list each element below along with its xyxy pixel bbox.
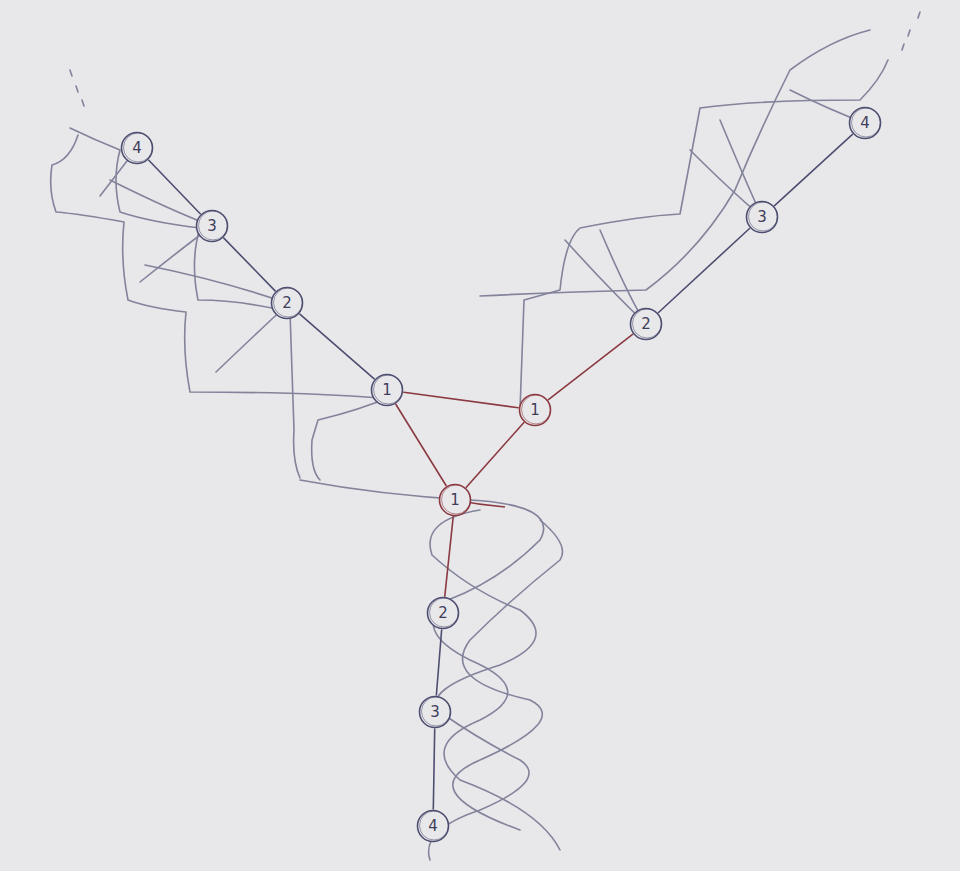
- strand-link: [300, 314, 374, 379]
- circle-shape: [430, 598, 459, 627]
- circle-shape: [440, 485, 471, 516]
- strand: [480, 30, 870, 296]
- circle-shape: [747, 202, 778, 233]
- circle-shape: [852, 108, 881, 137]
- circled-number: 4: [416, 809, 450, 843]
- node-number: 2: [641, 317, 651, 332]
- strand-link: [436, 630, 441, 695]
- node-number: 2: [438, 606, 448, 621]
- node-number: 1: [530, 403, 540, 418]
- circle-shape: [422, 697, 451, 726]
- node-number: 4: [132, 141, 142, 156]
- strand-link: [433, 729, 434, 809]
- circle-shape: [749, 202, 778, 231]
- strand: [312, 395, 395, 480]
- circle-shape: [850, 108, 881, 139]
- strand-link: [466, 423, 523, 488]
- circle-shape: [124, 133, 153, 162]
- strand-link: [445, 517, 453, 596]
- circle-shape: [197, 211, 228, 242]
- node-number: 1: [450, 493, 460, 508]
- node-number: 4: [860, 116, 870, 131]
- circle-shape: [420, 697, 451, 728]
- node-number: 3: [430, 705, 440, 720]
- strand: [70, 128, 300, 478]
- strand-link: [404, 392, 518, 407]
- circle-shape: [428, 598, 459, 629]
- circle-shape: [418, 811, 449, 842]
- circle-shape: [631, 309, 662, 340]
- circle-shape: [442, 485, 471, 514]
- node-number: 2: [282, 296, 292, 311]
- circle-shape: [274, 288, 303, 317]
- circled-number: 4: [848, 106, 882, 140]
- strand: [300, 480, 560, 850]
- strand-link: [224, 238, 275, 291]
- strand-link: [396, 404, 446, 485]
- strand-link: [775, 134, 853, 205]
- strand: [429, 510, 536, 860]
- circled-number: 2: [426, 596, 460, 630]
- node-number: 3: [207, 219, 217, 234]
- circle-shape: [374, 375, 403, 404]
- circled-number: 2: [629, 307, 663, 341]
- circled-number: 1: [438, 483, 472, 517]
- strand-link: [149, 160, 200, 213]
- strand: [565, 90, 865, 324]
- circled-number: 3: [745, 200, 779, 234]
- node-number: 4: [428, 819, 438, 834]
- strand: [110, 180, 287, 303]
- circle-shape: [633, 309, 662, 338]
- circled-number: 3: [418, 695, 452, 729]
- circle-shape: [522, 395, 551, 424]
- node-number: 3: [757, 210, 767, 225]
- strand: [51, 135, 380, 398]
- circled-number: 4: [120, 131, 154, 165]
- strand: [600, 120, 762, 324]
- circled-number: 3: [195, 209, 229, 243]
- circled-number: 2: [270, 286, 304, 320]
- node-number: 1: [382, 383, 392, 398]
- end-dash: [70, 12, 920, 106]
- circle-shape: [199, 211, 228, 240]
- circle-shape: [520, 395, 551, 426]
- circle-shape: [122, 133, 153, 164]
- circled-number: 1: [370, 373, 404, 407]
- circle-shape: [372, 375, 403, 406]
- circle-shape: [420, 811, 449, 840]
- strand: [100, 148, 287, 372]
- strand: [453, 520, 563, 830]
- strand-link: [658, 229, 749, 313]
- circle-shape: [272, 288, 303, 319]
- strand-link: [548, 334, 632, 399]
- circled-number: 1: [518, 393, 552, 427]
